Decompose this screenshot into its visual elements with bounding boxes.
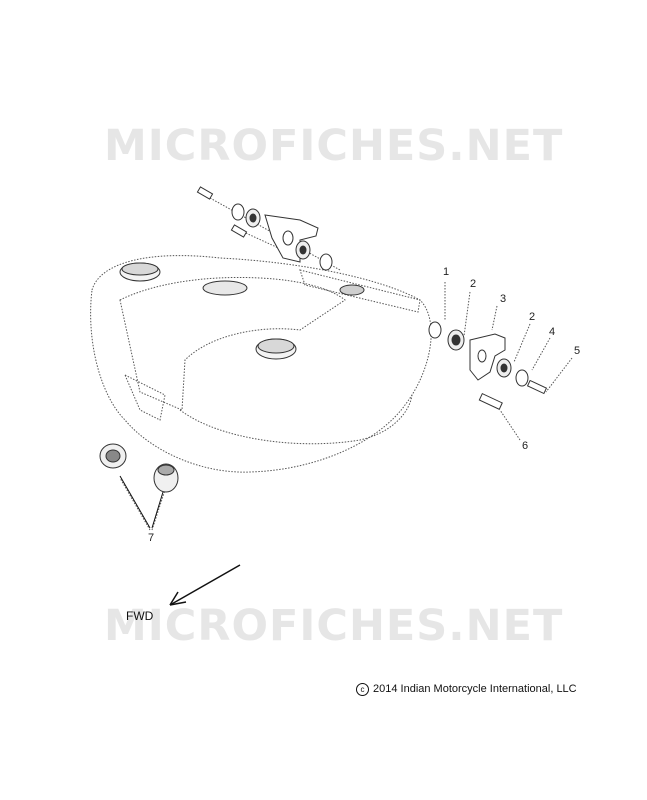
callout-3: 3 [500, 293, 507, 305]
copyright-icon: c [356, 683, 369, 696]
fuel-tank-outline [90, 255, 432, 473]
copyright-notice: c 2014 Indian Motorcycle International, L… [356, 683, 577, 696]
callout-1: 1 [443, 266, 450, 278]
tank-skirt [179, 394, 413, 445]
callout-2b: 2 [529, 311, 536, 323]
part-5-bolt [526, 379, 548, 395]
copyright-text: 2014 Indian Motorcycle International, LL… [373, 683, 577, 695]
tank-console [119, 277, 346, 411]
callout-6: 6 [522, 440, 529, 452]
callout-7: 7 [148, 532, 155, 544]
upper-washer [231, 203, 245, 221]
callout-4: 4 [549, 326, 556, 338]
part-6-bolt [478, 392, 503, 410]
forward-arrow-icon [169, 564, 241, 606]
watermark-bottom: MICROFICHES.NET [104, 601, 564, 651]
part-3-bracket [469, 333, 506, 381]
upper-bolt [196, 186, 214, 200]
fuel-gauge [202, 280, 248, 296]
mount-strip [299, 269, 421, 313]
watermark-top: MICROFICHES.NET [104, 121, 564, 171]
fwd-label: FWD [126, 609, 154, 623]
part-4-washer [515, 369, 529, 387]
tank-tunnel [124, 373, 166, 421]
callout-5: 5 [574, 345, 581, 357]
part-1-bushing [428, 321, 442, 339]
callout-2a: 2 [470, 278, 477, 290]
